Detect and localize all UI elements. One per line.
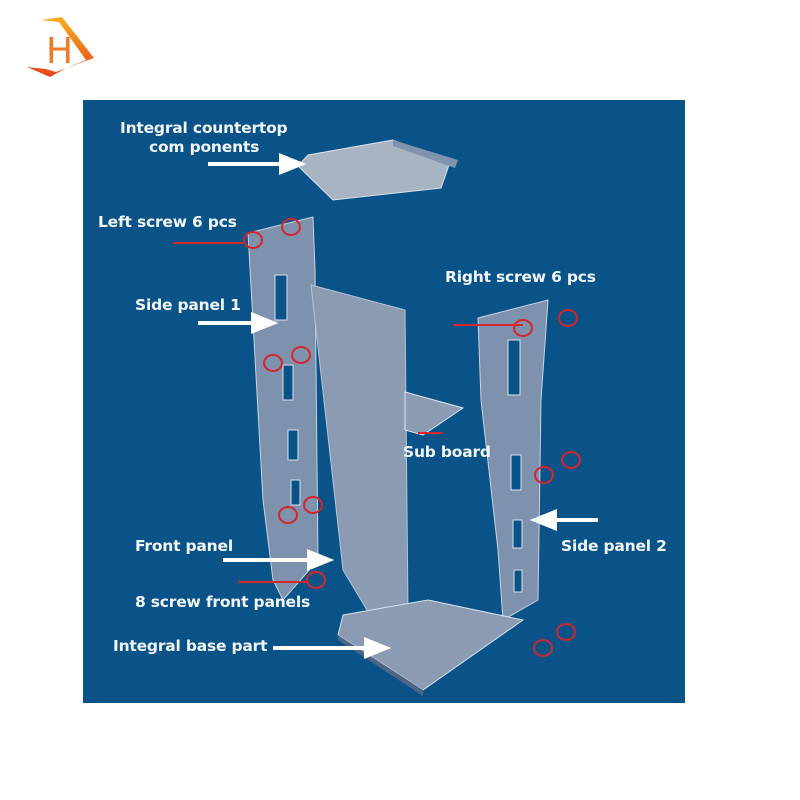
pointer-arrows: [198, 153, 598, 659]
label-countertop-line1: Integral countertop: [120, 119, 288, 137]
base-part: [337, 599, 525, 696]
label-front-panel: Front panel: [135, 537, 233, 555]
label-right-screw: Right screw 6 pcs: [445, 268, 596, 286]
label-base: Integral base part: [113, 637, 268, 655]
sub-board-part: [404, 391, 465, 436]
side-panel-2-part: [477, 299, 549, 621]
exploded-diagram: Integral countertop com ponents Left scr…: [83, 100, 685, 703]
logo-letter: H: [46, 31, 73, 72]
diagram-art: [173, 139, 598, 696]
label-side-panel-2: Side panel 2: [561, 537, 667, 555]
countertop-part: [297, 139, 458, 201]
side-panel-1-part: [247, 216, 319, 601]
label-countertop-line2: com ponents: [149, 138, 260, 156]
brand-logo: H: [27, 17, 94, 77]
screw-markers: [173, 218, 581, 657]
label-side-panel-1: Side panel 1: [135, 296, 241, 314]
label-sub-board: Sub board: [403, 443, 491, 461]
label-front-screws: 8 screw front panels: [135, 593, 310, 611]
front-panel-part: [310, 284, 409, 621]
label-left-screw: Left screw 6 pcs: [98, 213, 237, 231]
